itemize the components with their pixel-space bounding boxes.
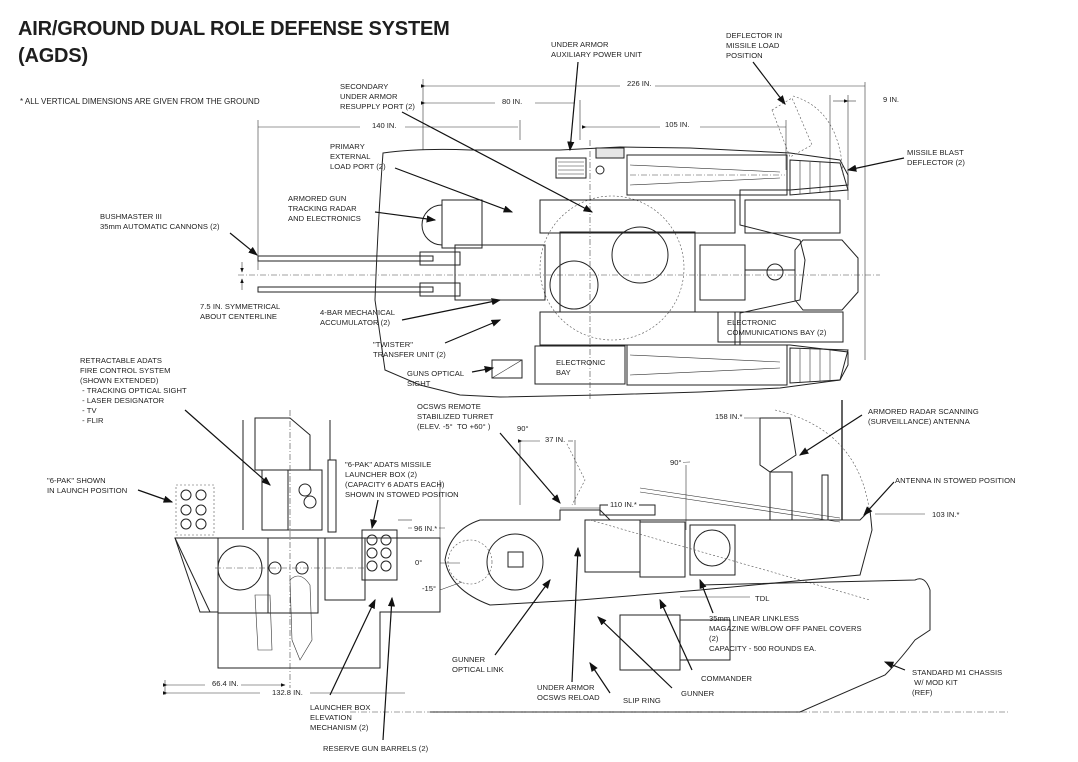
side-view-drawing xyxy=(350,400,1010,713)
label-bushmaster-cannons: BUSHMASTER III 35mm AUTOMATIC CANNONS (2… xyxy=(100,212,220,231)
label-ammo-magazine: 35mm LINEAR LINKLESS MAGAZINE W/BLOW OFF… xyxy=(709,614,862,653)
label-gun-tracking-radar: ARMORED GUN TRACKING RADAR AND ELECTRONI… xyxy=(288,194,361,223)
angle-minus-15: -15° xyxy=(420,584,439,593)
front-view-drawing xyxy=(162,410,441,695)
dim-66-4: 66.4 IN. xyxy=(210,679,241,688)
label-commander: COMMANDER xyxy=(701,674,753,683)
label-launcher-elevation: LAUNCHER BOX ELEVATION MECHANISM (2) xyxy=(310,703,371,732)
dimension-note: * ALL VERTICAL DIMENSIONS ARE GIVEN FROM… xyxy=(20,97,260,106)
label-antenna-stowed: ANTENNA IN STOWED POSITION xyxy=(895,476,1016,485)
top-dimension-lines xyxy=(257,79,866,360)
label-four-bar-accumulator: 4-BAR MECHANICAL ACCUMULATOR (2) xyxy=(320,308,396,327)
dim-9: 9 IN. xyxy=(881,95,902,104)
label-sixpak-launcher-box: "6-PAK" ADATS MISSILE LAUNCHER BOX (2) (… xyxy=(345,460,459,499)
label-armored-radar-antenna: ARMORED RADAR SCANNING (SURVEILLANCE) AN… xyxy=(868,407,979,426)
dim-80: 80 IN. xyxy=(500,97,525,106)
cannon-barrels xyxy=(257,244,546,301)
angle-0: 0° xyxy=(413,558,425,567)
dim-158: 158 IN.* xyxy=(713,412,745,421)
page-title: AIR/GROUND DUAL ROLE DEFENSE SYSTEM (AGD… xyxy=(18,16,450,70)
leader-lines xyxy=(137,61,906,741)
label-ocsws-turret: OCSWS REMOTE STABILIZED TURRET (ELEV. -5… xyxy=(417,402,494,431)
dim-132-8: 132.8 IN. xyxy=(270,688,305,697)
title-line-2: (AGDS) xyxy=(18,45,88,67)
label-under-armor-reload: UNDER ARMOR OCSWS RELOAD xyxy=(537,683,600,702)
label-adats-fire-control: RETRACTABLE ADATS FIRE CONTROL SYSTEM (S… xyxy=(80,356,187,425)
label-reserve-gun-barrels: RESERVE GUN BARRELS (2) xyxy=(323,744,429,753)
label-twister-transfer-unit: "TWISTER" TRANSFER UNIT (2) xyxy=(373,340,446,359)
dim-226: 226 IN. xyxy=(625,79,654,88)
label-electronic-bay: ELECTRONIC BAY xyxy=(556,358,606,377)
label-gunner: GUNNER xyxy=(681,689,715,698)
top-view-drawing xyxy=(238,79,880,400)
label-symmetrical-centerline: 7.5 IN. SYMMETRICAL ABOUT CENTERLINE xyxy=(200,302,281,321)
dim-140: 140 IN. xyxy=(370,121,399,130)
label-sixpak-launch-position: "6-PAK" SHOWN IN LAUNCH POSITION xyxy=(47,476,128,495)
label-secondary-resupply-port: SECONDARY UNDER ARMOR RESUPPLY PORT (2) xyxy=(340,82,415,111)
angle-90-left: 90° xyxy=(515,424,531,433)
dim-110: 110 IN.* xyxy=(608,500,639,509)
dim-105: 105 IN. xyxy=(663,120,692,129)
dim-103: 103 IN.* xyxy=(930,510,962,519)
label-tdl: TDL xyxy=(755,594,770,603)
label-primary-load-port: PRIMARY EXTERNAL LOAD PORT (2) xyxy=(330,142,386,171)
label-m1-chassis: STANDARD M1 CHASSIS W/ MOD KIT (REF) xyxy=(912,668,1003,697)
label-deflector-load-position: DEFLECTOR IN MISSILE LOAD POSITION xyxy=(726,31,783,60)
dim-37: 37 IN. xyxy=(543,435,568,444)
angle-90-right: 90° xyxy=(668,458,684,467)
label-under-armor-apu: UNDER ARMOR AUXILIARY POWER UNIT xyxy=(551,40,643,59)
label-slip-ring: SLIP RING xyxy=(623,696,661,705)
title-line-1: AIR/GROUND DUAL ROLE DEFENSE SYSTEM xyxy=(18,18,450,40)
label-guns-optical-sight: GUNS OPTICAL SIGHT xyxy=(407,369,465,388)
label-comm-bay: ELECTRONIC COMMUNICATIONS BAY (2) xyxy=(727,318,827,337)
label-gunner-optical-link: GUNNER OPTICAL LINK xyxy=(452,655,504,674)
label-missile-blast-deflector: MISSILE BLAST DEFLECTOR (2) xyxy=(907,148,965,167)
dim-96: 96 IN.* xyxy=(412,524,440,533)
